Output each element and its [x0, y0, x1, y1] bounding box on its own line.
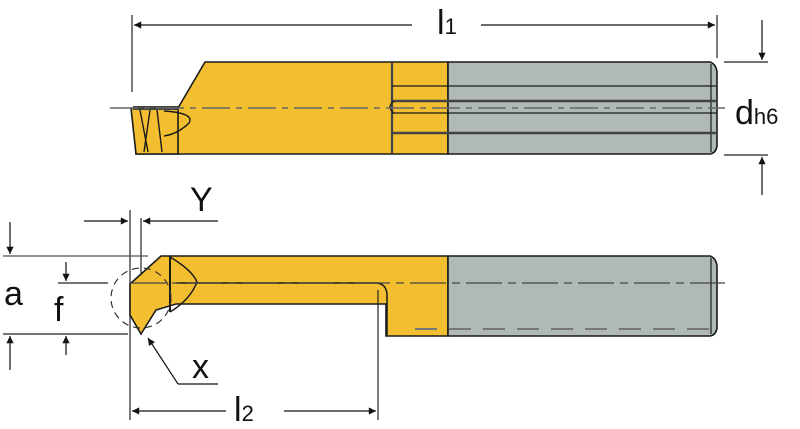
side-view	[3, 210, 725, 420]
l2-label: l2	[234, 393, 254, 427]
l2-main: l	[234, 391, 242, 429]
top-view	[110, 15, 768, 195]
l1-label: l1	[437, 6, 457, 40]
a-label: a	[4, 275, 23, 313]
l2-subscript: 2	[241, 401, 254, 426]
d-subscript: h6	[753, 104, 779, 129]
y-label: Y	[190, 181, 213, 219]
d-main: d	[735, 94, 754, 132]
l1-subscript: 1	[444, 14, 457, 39]
f-label: f	[54, 291, 64, 329]
x-label: x	[192, 348, 209, 386]
d-h6-label: dh6	[735, 96, 778, 130]
l1-main: l	[437, 4, 445, 42]
